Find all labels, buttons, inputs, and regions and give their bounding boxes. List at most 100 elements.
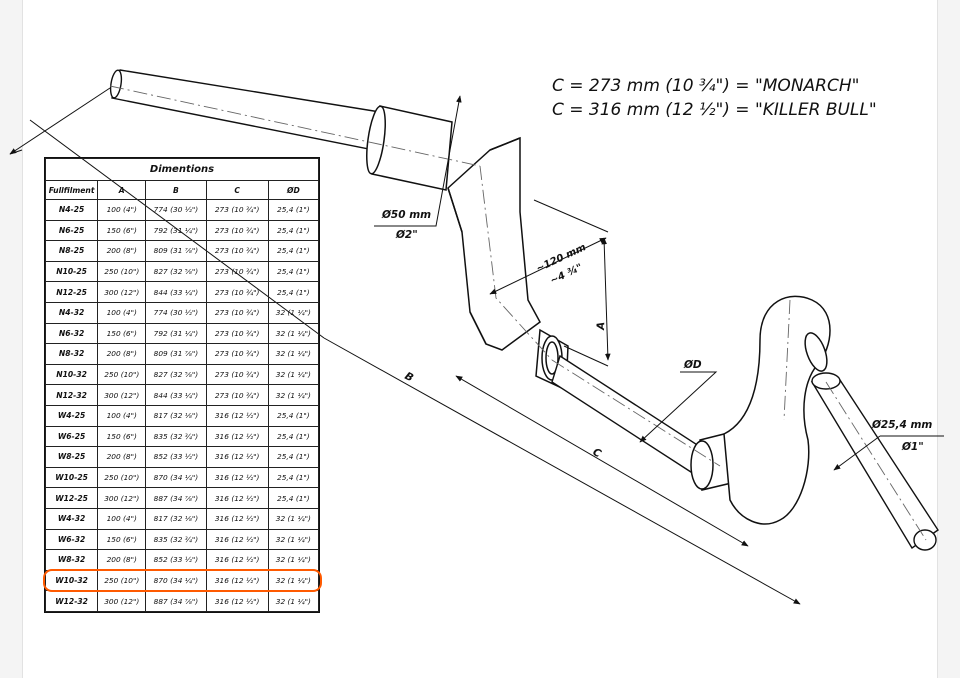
note-killer-bull: C = 316 mm (12 ½") = "KILLER BULL" bbox=[552, 100, 877, 120]
table-cell: 100 (4") bbox=[97, 199, 147, 221]
table-cell: 100 (4") bbox=[97, 507, 147, 530]
table-cell: 273 (10 ¾") bbox=[205, 301, 269, 324]
table-cell: 316 (12 ½") bbox=[205, 569, 269, 592]
table-cell: 150 (6") bbox=[97, 425, 147, 448]
table-cell: 887 (34 ⅞") bbox=[145, 590, 207, 612]
table-cell: 250 (10") bbox=[97, 569, 147, 592]
right-end-tube bbox=[810, 372, 939, 551]
table-cell: 316 (12 ½") bbox=[205, 549, 269, 571]
table-cell-code: N8-25 bbox=[44, 240, 99, 262]
table-cell: 852 (33 ½") bbox=[145, 549, 207, 571]
table-cell: 300 (12") bbox=[97, 281, 147, 303]
table-cell: 300 (12") bbox=[97, 590, 147, 612]
left-frame-edge bbox=[0, 0, 23, 678]
table-cell: 817 (32 ⅛") bbox=[145, 404, 207, 427]
left-clamp-collar bbox=[366, 105, 453, 191]
table-cell: 250 (10") bbox=[97, 260, 147, 283]
table-cell: 25,4 (1") bbox=[267, 240, 320, 262]
table-cell-code: W8-32 bbox=[44, 549, 99, 571]
table-cell: 273 (10 ¾") bbox=[205, 322, 269, 345]
table-cell: 250 (10") bbox=[97, 363, 147, 386]
table-cell: 844 (33 ¼") bbox=[145, 281, 207, 303]
label-dim-d: ØD bbox=[683, 359, 702, 371]
table-cell: 852 (33 ½") bbox=[145, 446, 207, 468]
table-cell: 835 (32 ¾") bbox=[145, 425, 207, 448]
table-cell: 809 (31 ⅞") bbox=[145, 343, 207, 365]
table-cell-code: W12-25 bbox=[44, 487, 99, 509]
header-d: ØD bbox=[267, 180, 320, 200]
table-cell-code: N10-25 bbox=[44, 260, 99, 283]
table-cell: 32 (1 ¼") bbox=[267, 507, 320, 530]
model-notes: C = 273 mm (10 ¾") = "MONARCH" C = 316 m… bbox=[552, 74, 952, 122]
table-cell-code: W4-25 bbox=[44, 404, 99, 427]
table-cell: 774 (30 ½") bbox=[145, 199, 207, 221]
table-cell: 25,4 (1") bbox=[267, 281, 320, 303]
table-cell-code: W10-32 bbox=[44, 569, 99, 592]
table-cell: 200 (8") bbox=[97, 446, 147, 468]
label-diameter-1: Ø1" bbox=[901, 441, 924, 453]
table-cell: 32 (1 ¼") bbox=[267, 301, 320, 324]
table-cell: 835 (32 ¾") bbox=[145, 528, 207, 551]
table-cell: 827 (32 ⅝") bbox=[145, 363, 207, 386]
table-cell: 25,4 (1") bbox=[267, 425, 320, 448]
label-dim-c: C bbox=[591, 446, 604, 460]
table-cell: 25,4 (1") bbox=[267, 446, 320, 468]
right-frame-edge bbox=[937, 0, 960, 678]
table-cell: 792 (31 ¼") bbox=[145, 322, 207, 345]
table-cell-code: W10-25 bbox=[44, 466, 99, 489]
table-cell: 25,4 (1") bbox=[267, 219, 320, 242]
table-cell: 870 (34 ¼") bbox=[145, 466, 207, 489]
table-cell: 100 (4") bbox=[97, 301, 147, 324]
table-cell: 817 (32 ⅛") bbox=[145, 507, 207, 530]
table-cell: 300 (12") bbox=[97, 384, 147, 406]
table-cell: 316 (12 ½") bbox=[205, 507, 269, 530]
right-horn-bend bbox=[723, 295, 831, 525]
table-cell: 300 (12") bbox=[97, 487, 147, 509]
table-cell: 792 (31 ¼") bbox=[145, 219, 207, 242]
table-cell: 273 (10 ¾") bbox=[205, 384, 269, 406]
table-cell: 250 (10") bbox=[97, 466, 147, 489]
table-cell: 150 (6") bbox=[97, 219, 147, 242]
table-cell: 273 (10 ¾") bbox=[205, 260, 269, 283]
table-cell-code: N10-32 bbox=[44, 363, 99, 386]
table-cell: 25,4 (1") bbox=[267, 260, 320, 283]
table-cell: 273 (10 ¾") bbox=[205, 240, 269, 262]
table-cell: 150 (6") bbox=[97, 322, 147, 345]
table-cell-code: W6-25 bbox=[44, 425, 99, 448]
table-cell: 25,4 (1") bbox=[267, 487, 320, 509]
table-cell-code: N4-25 bbox=[44, 199, 99, 221]
table-cell: 200 (8") bbox=[97, 549, 147, 571]
table-cell: 32 (1 ¼") bbox=[267, 343, 320, 365]
table-cell-code: N8-32 bbox=[44, 343, 99, 365]
table-cell: 844 (33 ¼") bbox=[145, 384, 207, 406]
table-cell-code: W12-32 bbox=[44, 590, 99, 612]
table-cell: 316 (12 ½") bbox=[205, 425, 269, 448]
table-cell: 25,4 (1") bbox=[267, 404, 320, 427]
table-cell-code: N12-25 bbox=[44, 281, 99, 303]
table-cell: 100 (4") bbox=[97, 404, 147, 427]
table-cell-code: N4-32 bbox=[44, 301, 99, 324]
table-cell: 32 (1 ¼") bbox=[267, 590, 320, 612]
table-cell: 32 (1 ¼") bbox=[267, 363, 320, 386]
header-a: A bbox=[97, 180, 147, 200]
table-cell-code: W8-25 bbox=[44, 446, 99, 468]
table-cell: 273 (10 ¾") bbox=[205, 219, 269, 242]
table-cell: 316 (12 ½") bbox=[205, 466, 269, 489]
